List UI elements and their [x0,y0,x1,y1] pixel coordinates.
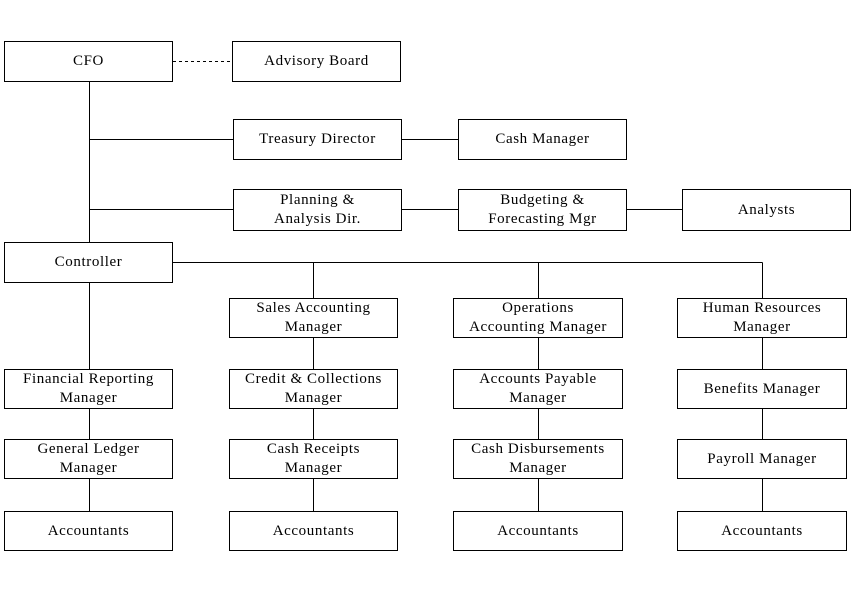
node-general-ledger: General Ledger Manager [4,439,173,479]
node-accountants-operations: Accountants [453,511,623,551]
node-payroll: Payroll Manager [677,439,847,479]
node-benefits: Benefits Manager [677,369,847,409]
node-financial-reporting: Financial Reporting Manager [4,369,173,409]
node-cash-receipts: Cash Receipts Manager [229,439,398,479]
node-planning-analysis: Planning & Analysis Dir. [233,189,402,231]
node-accountants-financial: Accountants [4,511,173,551]
node-accountants-sales: Accountants [229,511,398,551]
node-budgeting-forecasting: Budgeting & Forecasting Mgr [458,189,627,231]
node-operations-accounting: Operations Accounting Manager [453,298,623,338]
node-controller: Controller [4,242,173,283]
node-accountants-hr: Accountants [677,511,847,551]
node-sales-accounting: Sales Accounting Manager [229,298,398,338]
node-cash-manager: Cash Manager [458,119,627,160]
node-advisory-board: Advisory Board [232,41,401,82]
node-treasury-director: Treasury Director [233,119,402,160]
node-cash-disbursements: Cash Disbursements Manager [453,439,623,479]
node-accounts-payable: Accounts Payable Manager [453,369,623,409]
node-human-resources: Human Resources Manager [677,298,847,338]
node-cfo: CFO [4,41,173,82]
node-credit-collections: Credit & Collections Manager [229,369,398,409]
node-analysts: Analysts [682,189,851,231]
